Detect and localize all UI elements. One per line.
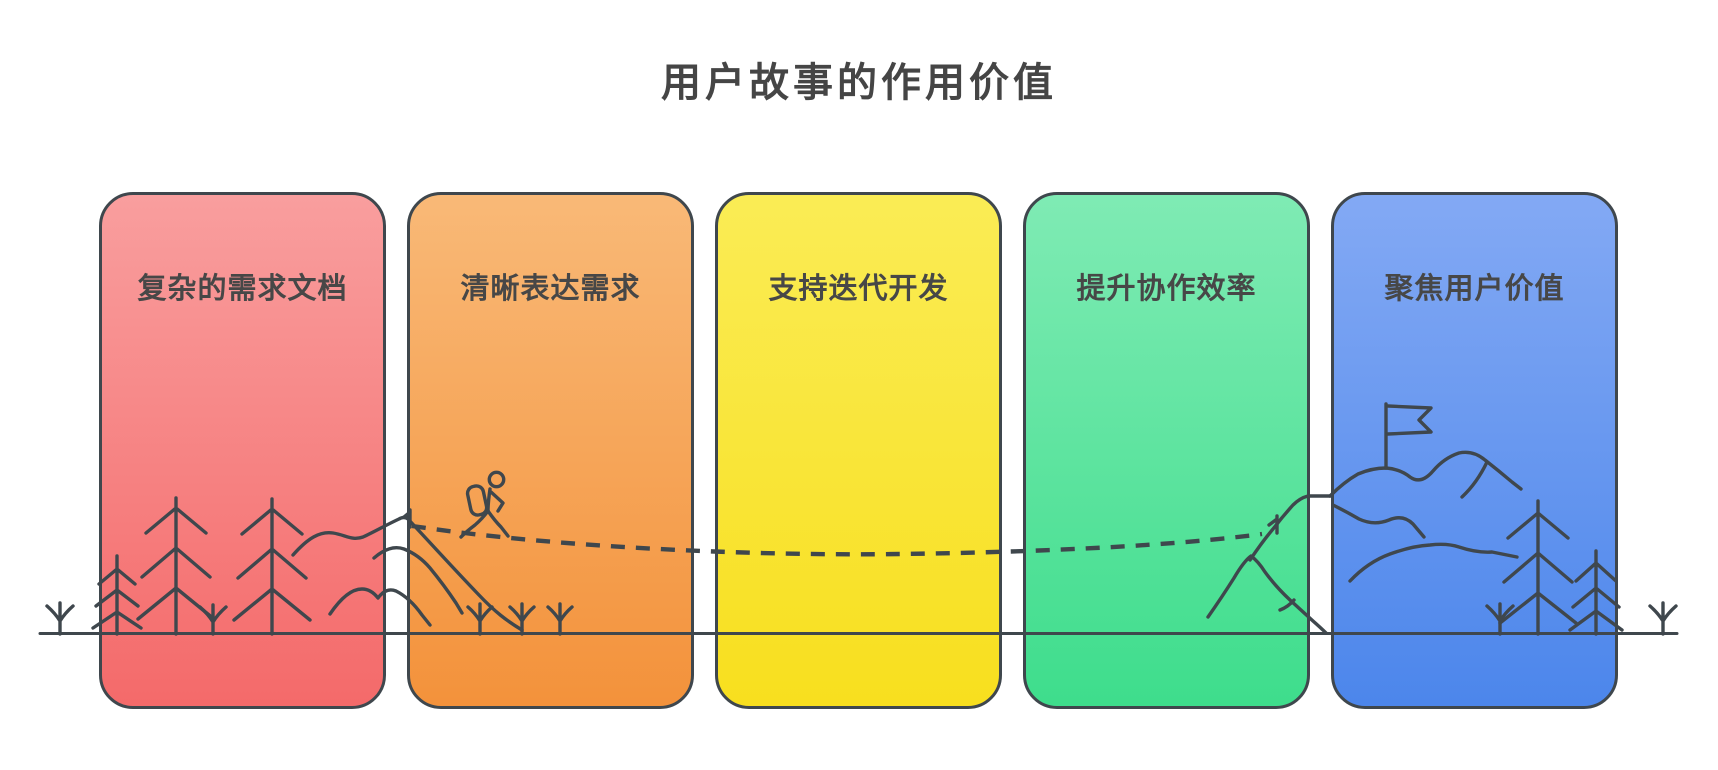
- card-clear-expression: 清晰表达需求: [407, 192, 694, 709]
- card-label: 清晰表达需求: [460, 273, 641, 305]
- card-complex-requirement-docs: 复杂的需求文档: [99, 192, 386, 709]
- card-user-value-focus: 聚焦用户价值: [1331, 192, 1618, 709]
- card-label: 复杂的需求文档: [137, 273, 348, 305]
- card-iterative-development: 支持迭代开发: [715, 192, 1002, 709]
- page-title: 用户故事的作用价值: [661, 61, 1057, 105]
- card-label: 提升协作效率: [1076, 273, 1257, 305]
- card-collaboration-efficiency: 提升协作效率: [1023, 192, 1310, 709]
- card-label: 支持迭代开发: [768, 273, 949, 305]
- card-label: 聚焦用户价值: [1384, 273, 1565, 305]
